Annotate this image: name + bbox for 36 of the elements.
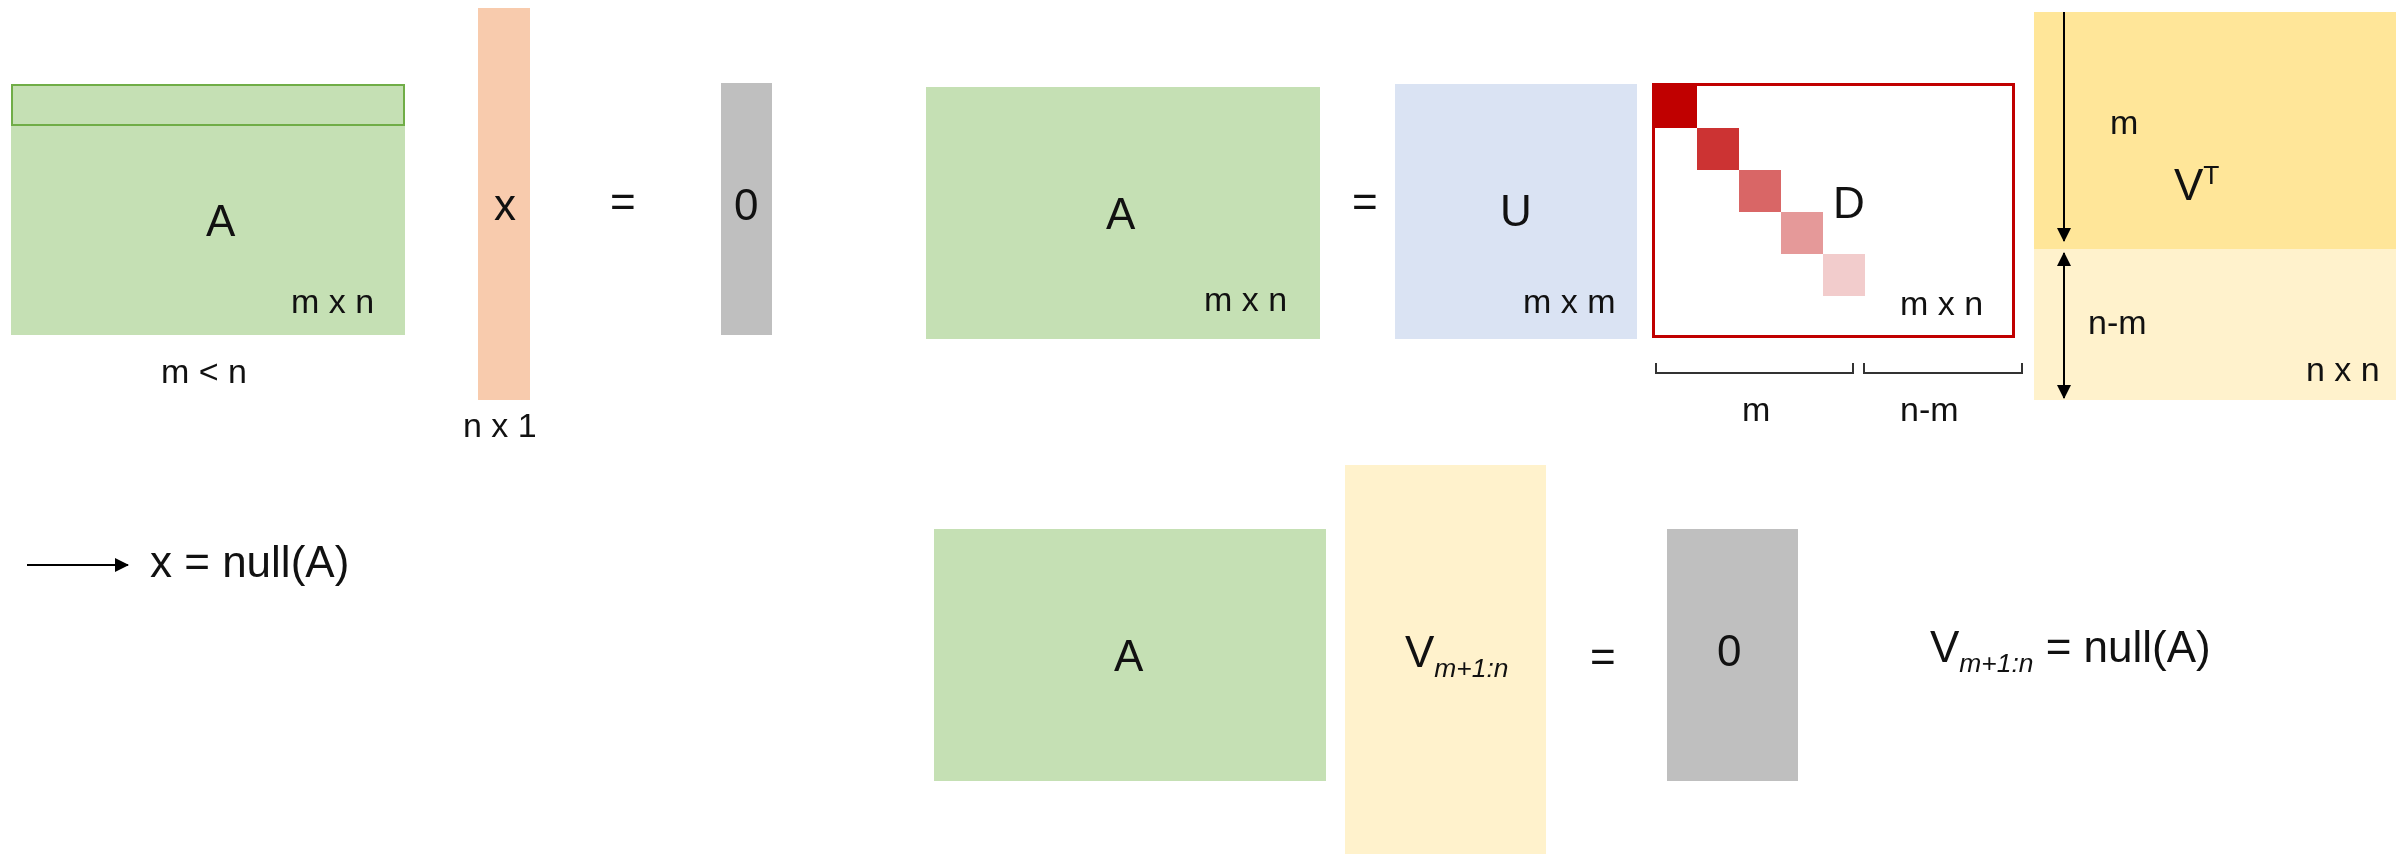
arrow	[26, 558, 129, 572]
dimension-text: n-m	[2088, 305, 2147, 339]
matrix-symbol: V$_{m+1:n}$	[1405, 630, 1509, 682]
matrix-symbol: A	[1114, 634, 1144, 678]
dimension-text: n x 1	[463, 408, 537, 442]
dimension-text: m < n	[161, 354, 247, 388]
vector-block	[721, 83, 772, 335]
matrix-block	[1395, 84, 1637, 339]
matrix-symbol: V$^{T}$	[2174, 162, 2220, 207]
dimension-text: m x n	[1204, 282, 1288, 316]
dimension-text: n-m	[1900, 392, 1959, 426]
matrix-symbol: D	[1833, 181, 1865, 225]
diagonal-matrix-block	[1652, 83, 2015, 338]
dimension-text: m	[1742, 392, 1771, 426]
matrix-block	[926, 87, 1320, 339]
dimension-text: m x m	[1523, 284, 1616, 318]
matrix-symbol: 0	[1717, 629, 1742, 673]
equals-sign: =	[1352, 180, 1378, 224]
dimension-text: m	[2110, 105, 2139, 139]
formula-text: x = null(A)	[150, 540, 350, 584]
dimension-text: n x n	[2306, 352, 2380, 386]
vector-block	[1667, 529, 1798, 781]
equals-sign: =	[1590, 635, 1616, 679]
matrix-symbol: A	[206, 199, 236, 243]
dimension-text: m x n	[291, 284, 375, 318]
matrix-symbol: x	[494, 183, 516, 227]
matrix-symbol: A	[1106, 192, 1136, 236]
matrix-symbol: U	[1500, 189, 1532, 233]
vector-block	[1345, 465, 1546, 854]
matrix-block	[2034, 12, 2396, 400]
matrix-symbol: 0	[734, 183, 759, 227]
equals-sign: =	[610, 180, 636, 224]
row-highlight	[11, 84, 405, 126]
matrix-block	[934, 529, 1326, 781]
formula-text: V$_{m+1:n}$ = null(A)	[1930, 625, 2211, 677]
dimension-text: m x n	[1900, 286, 1984, 320]
